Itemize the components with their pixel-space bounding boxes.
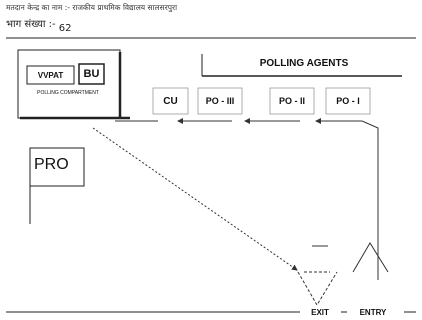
exit-path-dashed — [92, 127, 298, 271]
part-number: भाग संख्या :- 62 — [6, 16, 72, 34]
bu-box — [78, 63, 105, 85]
entry-zigzag — [352, 242, 389, 273]
vvpat-label: VVPAT — [37, 70, 64, 80]
exit-label: EXIT — [311, 307, 329, 317]
bu-label: BU — [83, 68, 100, 80]
flow-arrow-entry-po1 — [315, 118, 379, 280]
po1-box — [325, 87, 371, 115]
polling-agents-label: POLLING AGENTS — [259, 57, 349, 69]
entry-label: ENTRY — [359, 307, 387, 317]
polling-station-name: मतदान केन्द्र का नाम :- राजकीय प्राथमिक … — [6, 3, 178, 12]
cu-box — [152, 87, 189, 115]
cu-label: CU — [163, 95, 178, 107]
po3-box — [197, 87, 243, 115]
po3-label: PO - III — [205, 96, 235, 106]
vvpat-box — [26, 65, 75, 85]
polling-compartment-label: POLLING COMPARTMENT — [37, 90, 99, 96]
part-number-value: 62 — [58, 23, 72, 34]
exit-zigzag — [297, 271, 338, 306]
po1-label: PO - I — [336, 96, 360, 106]
part-number-label: भाग संख्या :- — [6, 19, 56, 30]
pro-label: PRO — [34, 156, 69, 173]
po2-label: PO - II — [278, 96, 305, 106]
po2-box — [269, 87, 315, 115]
